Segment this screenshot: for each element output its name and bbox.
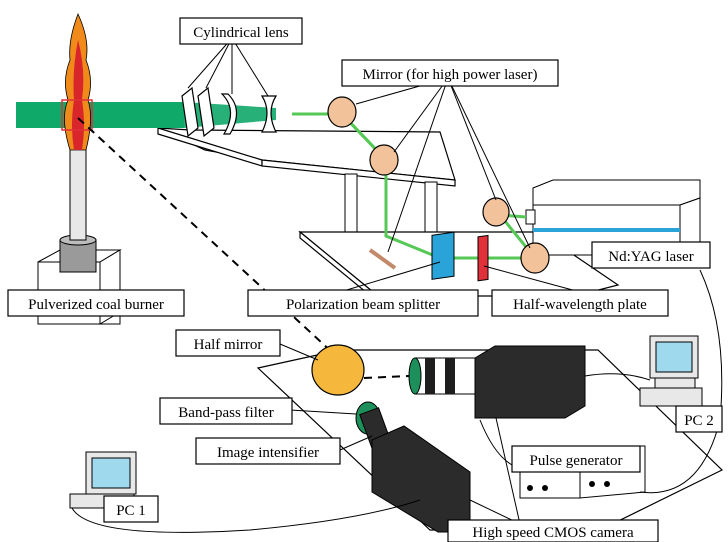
svg-text:Half-wavelength plate: Half-wavelength plate [513,297,647,313]
svg-text:Pulverized coal burner: Pulverized coal burner [28,297,164,313]
label-band-pass-filter: Band-pass filter [159,397,293,425]
label-cylindrical-lens: Cylindrical lens [179,17,303,45]
computer-icon [639,335,703,407]
half-wavelength-plate-icon [477,234,489,282]
label-pulverized-coal-burner: Pulverized coal burner [7,289,185,317]
svg-text:Band-pass filter: Band-pass filter [178,405,273,421]
svg-text:Pulse generator: Pulse generator [530,453,623,469]
flame-core [72,40,84,150]
svg-text:Mirror (for high power laser): Mirror (for high power laser) [363,67,538,83]
laser-sheet [16,102,184,128]
polarization-beam-splitter-icon [431,231,455,280]
label-mirror: Mirror (for high power laser) [341,59,559,87]
svg-text:Cylindrical lens: Cylindrical lens [193,25,289,41]
label-half-mirror: Half mirror [175,329,281,357]
svg-text:PC 1: PC 1 [116,503,146,519]
label-pc2: PC 2 [675,405,723,433]
svg-text:High speed CMOS camera: High speed CMOS camera [472,525,634,541]
label-nd-yag-laser: Nd:YAG laser [591,241,711,269]
label-pc1: PC 1 [103,495,159,523]
svg-text:Polarization beam splitter: Polarization beam splitter [286,297,440,313]
svg-text:PC 2: PC 2 [684,413,714,429]
label-half-wavelength-plate: Half-wavelength plate [491,289,669,317]
label-high-speed-cmos-camera: High speed CMOS camera [447,519,659,542]
cylindrical-lens-icon [181,86,278,138]
cmos-camera-lower [355,401,471,533]
beam-dump-mirror [368,248,397,270]
half-mirror-icon [311,344,365,396]
leader-lines [187,37,581,525]
camera-view-line [77,117,361,379]
svg-text:Half mirror: Half mirror [194,337,263,353]
svg-text:Image intensifier: Image intensifier [217,445,319,461]
svg-text:Nd:YAG laser: Nd:YAG laser [608,249,693,265]
label-polarization-beam-splitter: Polarization beam splitter [247,289,479,317]
label-image-intensifier: Image intensifier [195,437,341,465]
label-pulse-generator: Pulse generator [511,445,641,473]
measurement-region [61,99,93,131]
mirror-icons [327,96,550,274]
cmos-camera-upper [408,345,586,419]
half-mirror-to-camera [363,375,411,379]
